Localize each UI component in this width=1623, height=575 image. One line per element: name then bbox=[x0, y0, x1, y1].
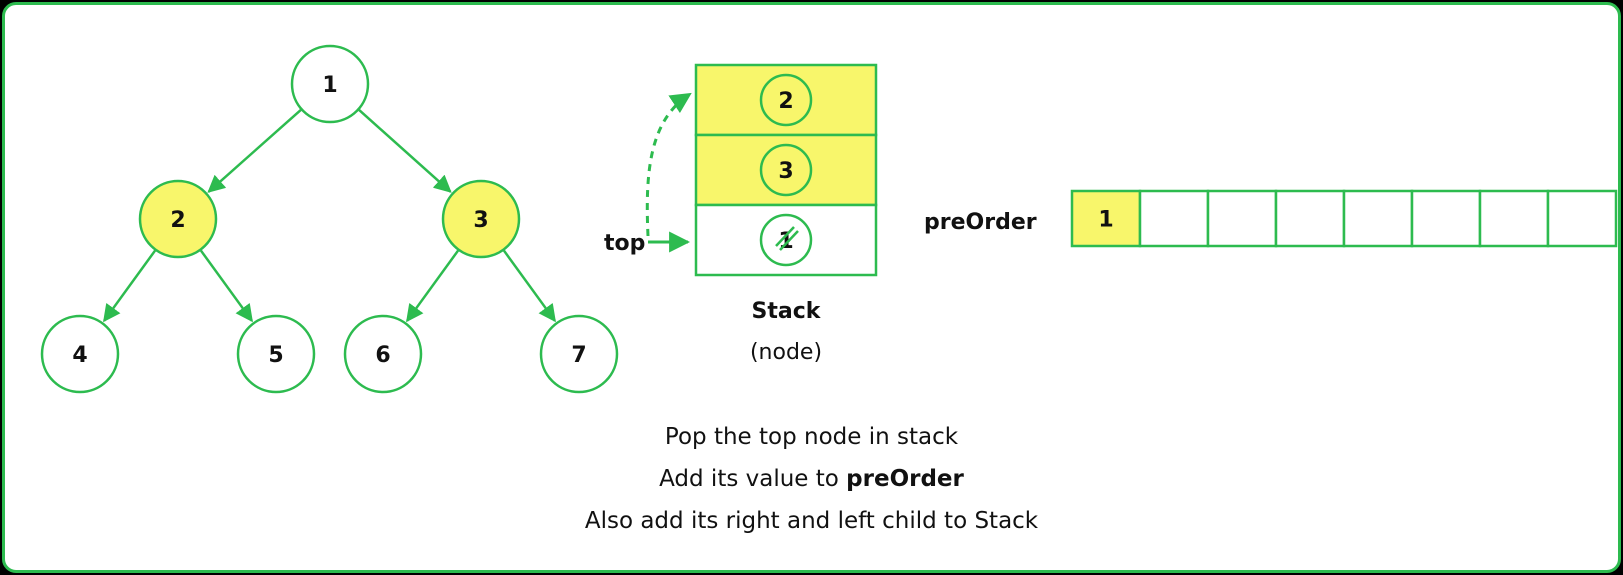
tree-node-label: 7 bbox=[571, 343, 586, 368]
stack-node-label: 2 bbox=[778, 89, 793, 114]
caption-line-2: Add its value to preOrder bbox=[0, 466, 1623, 492]
preorder-cell bbox=[1478, 189, 1550, 248]
stack-node-circle bbox=[759, 143, 813, 197]
top-pointer-label: top bbox=[604, 231, 645, 256]
tree-edge-n2-n4 bbox=[103, 249, 157, 323]
stack-cell-box bbox=[694, 203, 878, 277]
preorder-cell bbox=[1342, 189, 1414, 248]
stack-cell-2: 2 bbox=[694, 63, 878, 137]
stack-node-circle bbox=[759, 73, 813, 127]
preorder-cell-box bbox=[1478, 189, 1550, 248]
preorder-cell bbox=[1138, 189, 1210, 248]
preorder-cell bbox=[1274, 189, 1346, 248]
preorder-cell-box bbox=[1342, 189, 1414, 248]
tree-node-circle bbox=[40, 314, 120, 394]
tree-nodes: 1 2 3 4 5 6 7 bbox=[40, 44, 619, 394]
tree-edge-n1-n2 bbox=[207, 108, 302, 193]
tree-node-label: 2 bbox=[170, 208, 185, 233]
strike-mark bbox=[775, 226, 795, 247]
tree-node-2: 2 bbox=[138, 179, 218, 259]
tree-node-circle bbox=[290, 44, 370, 124]
preorder-cell: 1 bbox=[1070, 189, 1142, 248]
preorder-cell-box bbox=[1206, 189, 1278, 248]
tree-node-1: 1 bbox=[290, 44, 370, 124]
preorder-label: preOrder bbox=[924, 210, 1037, 235]
tree-edge-n3-n7 bbox=[502, 249, 556, 323]
preorder-cell-value: 1 bbox=[1098, 208, 1113, 233]
caption-line-2-bold: preOrder bbox=[846, 466, 964, 492]
tree-node-label: 1 bbox=[322, 73, 337, 98]
strike-mark bbox=[779, 230, 799, 251]
tree-edge-n2-n5 bbox=[199, 249, 253, 323]
preorder-cell-box bbox=[1138, 189, 1210, 248]
preorder-cell-box bbox=[1410, 189, 1482, 248]
tree-node-circle bbox=[539, 314, 619, 394]
stack-cell-1: 1 bbox=[694, 203, 878, 277]
caption-line-3: Also add its right and left child to Sta… bbox=[584, 508, 1039, 534]
tree-edge-n1-n3 bbox=[358, 109, 452, 193]
tree-node-circle bbox=[138, 179, 218, 259]
preorder-cell bbox=[1410, 189, 1482, 248]
tree-node-circle bbox=[343, 314, 423, 394]
caption-line-1: Pop the top node in stack bbox=[664, 424, 959, 450]
preorder-cell-box bbox=[1546, 189, 1618, 248]
tree-node-label: 6 bbox=[375, 343, 390, 368]
preorder-cell bbox=[1546, 189, 1618, 248]
stack-cell-box bbox=[694, 63, 878, 137]
top-move-dashed-arrow bbox=[645, 92, 692, 237]
tree-node-label: 4 bbox=[72, 343, 87, 368]
tree-node-circle bbox=[441, 179, 521, 259]
preorder-cell-box bbox=[1274, 189, 1346, 248]
preorder-array: 1 bbox=[1070, 189, 1618, 248]
preorder-cell bbox=[1206, 189, 1278, 248]
stack-cell-3: 3 bbox=[694, 133, 878, 207]
tree-node-5: 5 bbox=[236, 314, 316, 394]
tree-node-4: 4 bbox=[40, 314, 120, 394]
caption-line-2-text: Add its value to bbox=[659, 466, 847, 492]
stack-title: Stack bbox=[752, 299, 822, 324]
tree-node-label: 3 bbox=[473, 208, 488, 233]
tree-edge-n3-n6 bbox=[406, 249, 460, 323]
tree-node-label: 5 bbox=[268, 343, 283, 368]
tree-node-3: 3 bbox=[441, 179, 521, 259]
tree-node-circle bbox=[236, 314, 316, 394]
tree-node-7: 7 bbox=[539, 314, 619, 394]
tree-node-6: 6 bbox=[343, 314, 423, 394]
stack-node-label: 3 bbox=[778, 159, 793, 184]
stack-subtitle: (node) bbox=[750, 340, 822, 365]
stack-node-circle bbox=[759, 213, 813, 267]
stack: 2 3 1 bbox=[694, 63, 878, 277]
tree-edges bbox=[103, 108, 556, 323]
stack-cell-box bbox=[694, 133, 878, 207]
